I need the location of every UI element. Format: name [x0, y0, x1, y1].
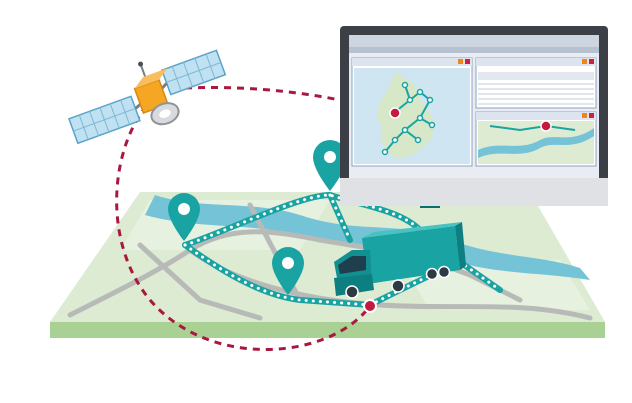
map-pin-icon: [272, 247, 304, 295]
tracking-line: [115, 85, 547, 351]
truck-icon: [334, 222, 466, 299]
map-pin-icon: [313, 140, 347, 191]
monitor-chin: [340, 178, 608, 206]
monitor-icon: [340, 26, 608, 206]
vehicle-location-marker: [363, 299, 377, 313]
map-board-edge: [50, 322, 605, 338]
map-pin-icon: [168, 193, 200, 241]
satellite-icon: [68, 49, 227, 145]
map-board: [50, 192, 605, 338]
river-map-panel: [475, 111, 597, 167]
table-panel: [475, 57, 597, 109]
map-panel: [351, 57, 473, 167]
